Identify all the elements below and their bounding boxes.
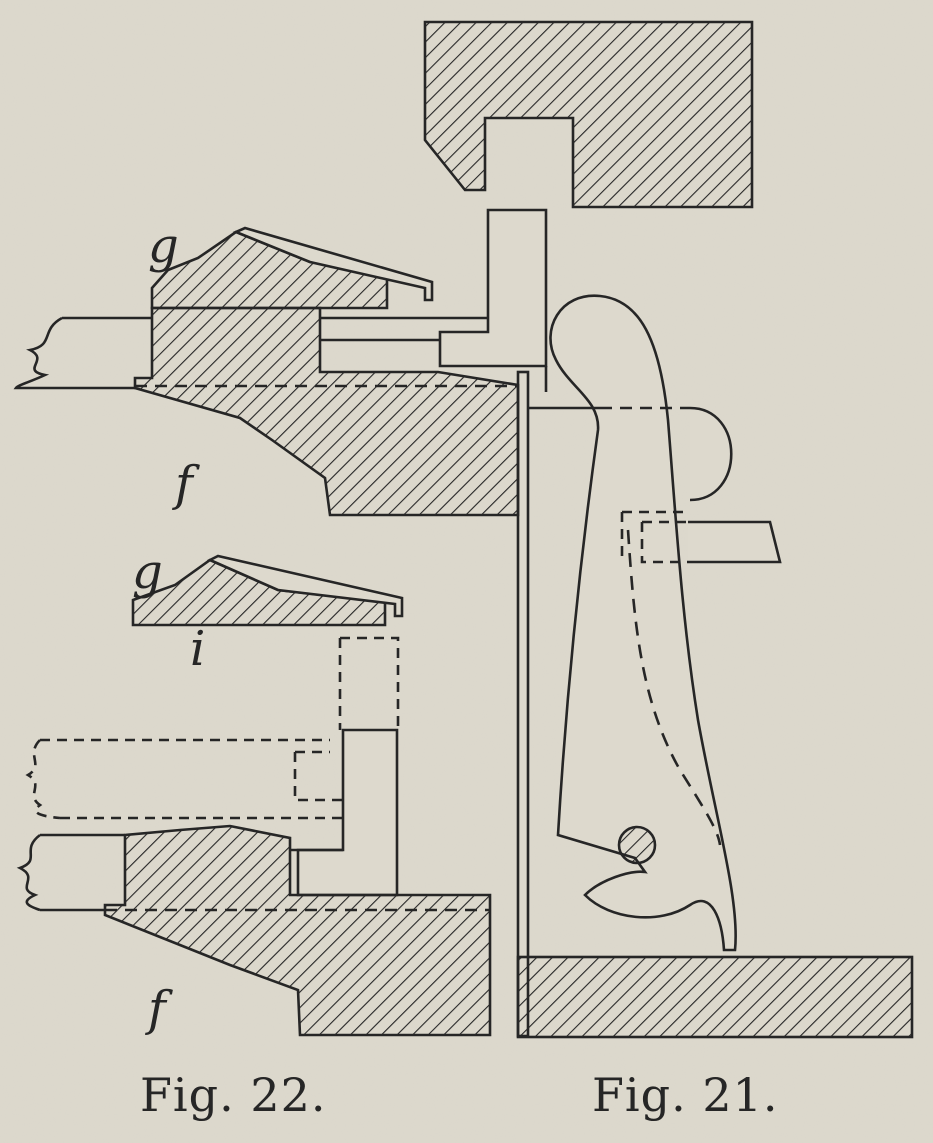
fig22-upper-spring (232, 226, 434, 302)
fig21-top-block (423, 20, 754, 209)
fig21-base-plate (516, 955, 914, 1039)
caption-fig21: Fig. 21. (592, 1068, 779, 1122)
fig21-vertical-plate (516, 370, 530, 1038)
fig21-drawing (423, 20, 914, 1039)
fig21-lever-hidden-edge (626, 529, 722, 846)
fig21-arm (688, 520, 782, 564)
label-g-lower: g (132, 544, 163, 600)
fig22-lower-body (103, 824, 492, 1037)
fig21-cam (689, 406, 733, 502)
fig22-lower-shaft (16, 833, 125, 912)
caption-fig22: Fig. 22. (140, 1068, 327, 1122)
fig21-arm-hidden (620, 510, 688, 564)
label-g-upper: g (148, 218, 179, 274)
fig22-lower-drawing (16, 554, 492, 1037)
fig22-lower-spring (206, 554, 404, 618)
fig21-post (438, 208, 548, 368)
fig22-upper-shaft (13, 316, 152, 390)
fig21-pivot-pin (617, 825, 657, 865)
label-i-lower: i (190, 621, 205, 677)
fig22-upper-drawing (13, 226, 520, 517)
fig22-upper-body (133, 306, 520, 517)
fig22-lower-ghost (25, 636, 400, 820)
